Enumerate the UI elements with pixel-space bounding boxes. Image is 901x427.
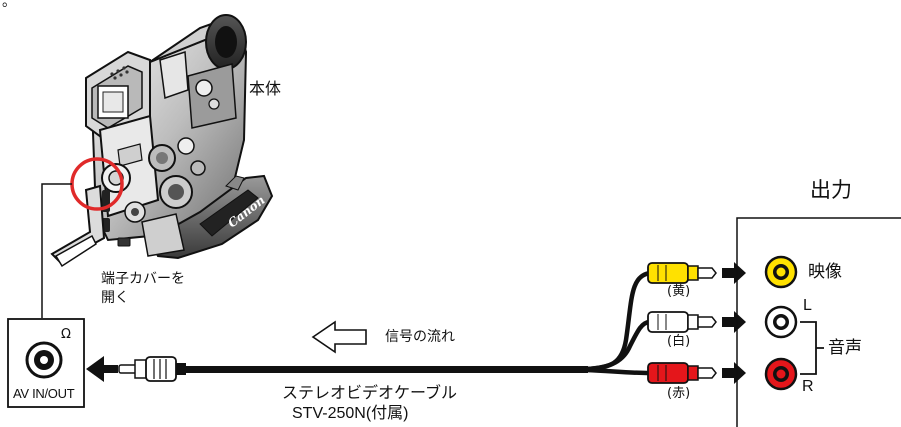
plug-yellow [647, 262, 717, 284]
video-output-jack [764, 255, 798, 289]
cable-branch-white [585, 319, 651, 372]
audio-bracket [800, 321, 824, 375]
plug-red [647, 362, 717, 384]
right-channel-label: R [802, 378, 814, 395]
arrow-to-right-jack [722, 362, 746, 384]
audio-label: 音声 [828, 338, 862, 358]
stereo-mini-plug [118, 356, 186, 382]
plug-white [647, 311, 717, 333]
audio-left-jack [764, 305, 798, 339]
headphone-symbol: Ω [61, 327, 71, 342]
signal-flow-label: 信号の流れ [385, 329, 455, 345]
cover-label-line2: 開く [101, 290, 129, 306]
plug-label-yellow: (黄) [667, 284, 691, 299]
cable-name-line2: STV-250N(付属) [292, 405, 409, 422]
input-arrow [86, 356, 118, 382]
signal-flow-arrow [311, 320, 367, 354]
leader-line [41, 183, 72, 318]
av-jack-label: AV IN/OUT [13, 386, 75, 401]
audio-right-jack [764, 357, 798, 391]
cable-branch-red [585, 367, 651, 376]
arrow-to-left-jack [722, 311, 746, 333]
video-label: 映像 [808, 262, 842, 282]
output-title: 出力 [810, 178, 852, 202]
left-channel-label: L [803, 297, 812, 314]
camera-label: 本体 [249, 79, 282, 98]
plug-label-red: (赤) [667, 386, 691, 401]
arrow-to-video-jack [722, 262, 746, 284]
cable-name-line1: ステレオビデオケーブル [282, 383, 458, 402]
output-panel-border [736, 217, 901, 427]
plug-label-white: (白) [667, 334, 691, 349]
top-mark: 。 [2, 0, 16, 10]
camcorder-illustration: Canon [50, 14, 274, 268]
cable-main [186, 366, 588, 373]
cable-branch-yellow [585, 270, 651, 372]
cover-label-line1: 端子カバーを [101, 271, 185, 287]
av-jack-panel [7, 318, 85, 408]
